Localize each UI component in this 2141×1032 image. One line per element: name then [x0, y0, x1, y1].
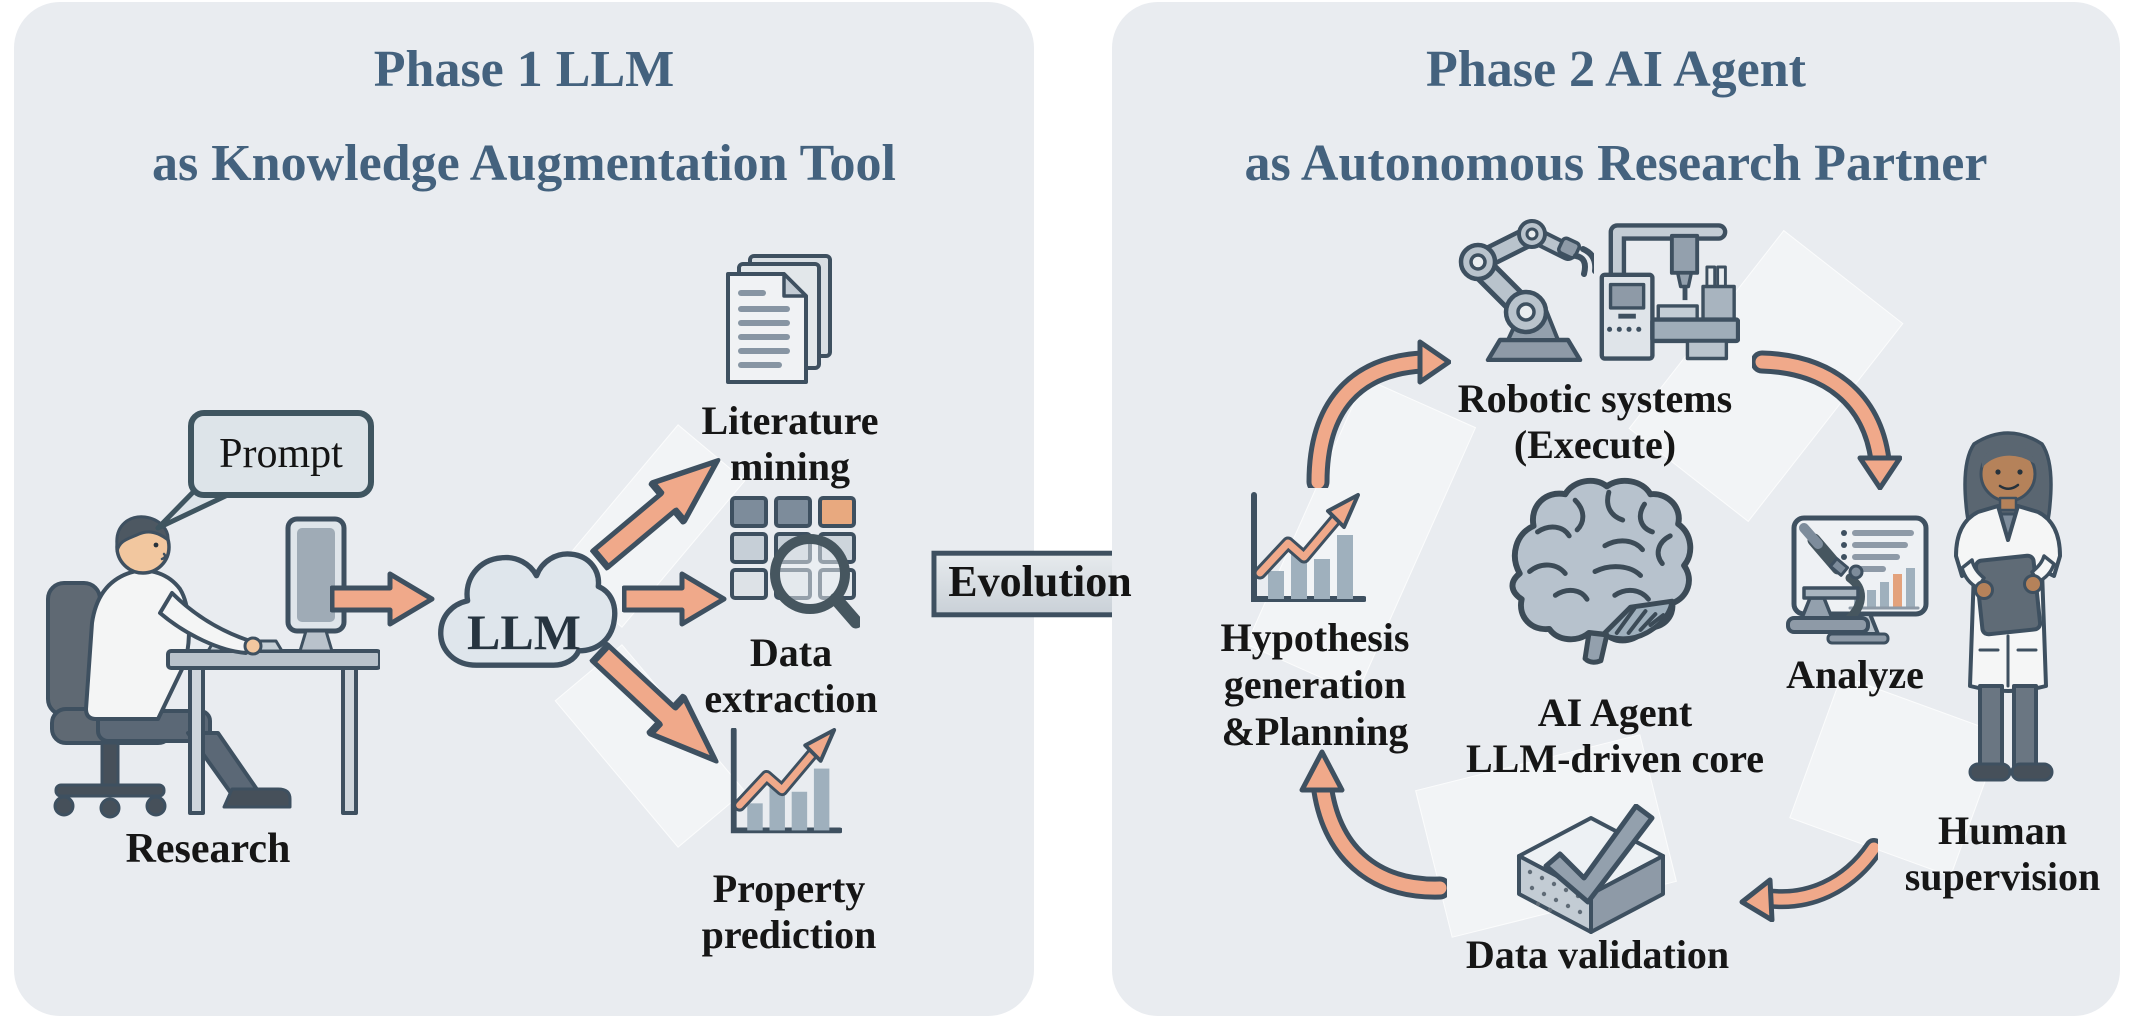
property-prediction-label: Property prediction [679, 866, 899, 958]
phase1-title-line1: Phase 1 LLM [373, 41, 675, 98]
robotic-systems-label: Robotic systems (Execute) [1450, 376, 1740, 468]
literature-mining-line2: mining [729, 444, 851, 489]
brain-icon [1509, 477, 1694, 665]
evolution-label: Evolution [948, 557, 1132, 606]
curved-arrow-top-left-icon [1306, 339, 1451, 488]
researcher-label: Research [125, 826, 291, 872]
curved-arrow-bottom-right-icon [1739, 838, 1878, 922]
llm-cloud-label: LLM [467, 604, 581, 660]
growth-chart-icon [730, 728, 842, 834]
documents-icon [726, 254, 832, 384]
grid-magnifier-icon [730, 496, 860, 629]
human-supervision-line1: Human [1938, 808, 2067, 853]
robotic-arm-icon [1458, 219, 1594, 362]
data-validation-label: Data validation [1465, 932, 1730, 977]
data-extraction-label: Data extraction [681, 630, 901, 722]
curved-arrow-top-right-icon [1752, 350, 1902, 490]
robotic-systems-line2: (Execute) [1513, 422, 1677, 467]
scientist-figure [1954, 431, 2062, 782]
analyze-label: Analyze [1786, 652, 1924, 697]
human-supervision-label: Human supervision [1895, 808, 2110, 900]
llm-cloud-icon [438, 551, 618, 668]
hypothesis-chart-icon [1251, 492, 1366, 602]
phase2-title-line2: as Autonomous Research Partner [1244, 135, 1988, 192]
output-arrow-up-icon [589, 457, 721, 571]
analysis-monitor-microscope-icon [1786, 515, 1929, 645]
data-extraction-line1: Data [749, 630, 833, 675]
ai-core-label: AI Agent LLM-driven core [1455, 690, 1775, 782]
property-prediction-line2: prediction [701, 912, 877, 957]
researcher-at-computer-illustration [46, 515, 380, 819]
prompt-arrow-icon [330, 571, 435, 627]
hypothesis-line1: Hypothesis [1220, 615, 1410, 660]
hypothesis-label: Hypothesis generation &Planning [1210, 614, 1420, 755]
curved-arrow-bottom-left-icon [1299, 749, 1447, 900]
hypothesis-line2: generation [1223, 662, 1407, 707]
human-supervision-line2: supervision [1904, 854, 2101, 899]
prompt-bubble: Prompt [188, 410, 374, 498]
phase2-title-line1: Phase 2 AI Agent [1426, 41, 1806, 98]
output-arrow-down-icon [589, 641, 719, 764]
phase1-title-line2: as Knowledge Augmentation Tool [151, 135, 897, 192]
lab-machine-icon [1599, 223, 1740, 361]
property-prediction-line1: Property [712, 866, 866, 911]
literature-mining-line1: Literature [701, 398, 879, 443]
validation-box-icon [1517, 804, 1665, 934]
ai-core-line2: LLM-driven core [1465, 736, 1765, 781]
output-arrow-mid-icon [622, 571, 727, 627]
hypothesis-line3: &Planning [1221, 709, 1409, 754]
data-extraction-line2: extraction [704, 676, 878, 721]
ai-core-line1: AI Agent [1537, 690, 1693, 735]
literature-mining-label: Literature mining [680, 398, 900, 490]
robotic-systems-line1: Robotic systems [1457, 376, 1733, 421]
